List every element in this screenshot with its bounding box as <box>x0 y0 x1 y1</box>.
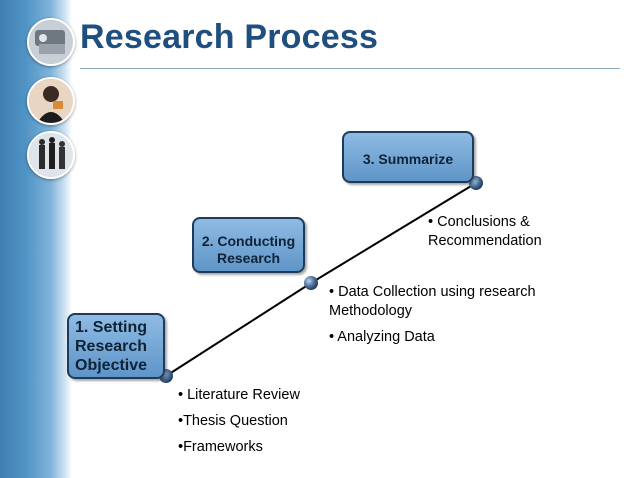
sidebar-band <box>0 0 75 478</box>
people-walking-photo-icon <box>27 131 75 179</box>
tools-photo-icon <box>27 18 75 66</box>
step-2-line-2: Research <box>216 250 281 266</box>
step-2-line-1: 2. Conducting <box>201 233 296 249</box>
step-conducting-research: 2. Conducting Research <box>192 217 305 273</box>
process-node-2 <box>304 276 318 290</box>
step-setting-research-objective: 1. Setting Research Objective <box>67 313 165 379</box>
step-3-line-1: 3. Summarize <box>362 151 454 167</box>
bullet-thesis-question: •Thesis Question <box>178 413 288 429</box>
step-1-line-3: Objective <box>75 357 148 374</box>
connector-line-2-3 <box>310 182 477 284</box>
step-summarize: 3. Summarize <box>342 131 474 183</box>
step-3-bullets: • Conclusions & Recommendation <box>428 213 553 258</box>
bullet-literature-review: • Literature Review <box>178 387 300 403</box>
connector-line-1-2 <box>165 282 312 377</box>
step-2-bullets: • Data Collection using research Methodo… <box>329 283 544 354</box>
bullet-frameworks: •Frameworks <box>178 439 263 455</box>
step-1-bullets: • Literature Review •Thesis Question •Fr… <box>178 386 300 464</box>
bullet-conclusions-recommendation: • Conclusions & Recommendation <box>428 214 542 249</box>
step-1-line-1: 1. Setting <box>75 319 148 336</box>
step-1-line-2: Research <box>75 338 148 355</box>
bullet-analyzing-data: • Analyzing Data <box>329 329 435 345</box>
title-divider <box>80 68 620 69</box>
slide-title: Research Process <box>80 18 379 56</box>
person-photo-icon <box>27 77 75 125</box>
bullet-data-collection: • Data Collection using research Methodo… <box>329 284 536 319</box>
